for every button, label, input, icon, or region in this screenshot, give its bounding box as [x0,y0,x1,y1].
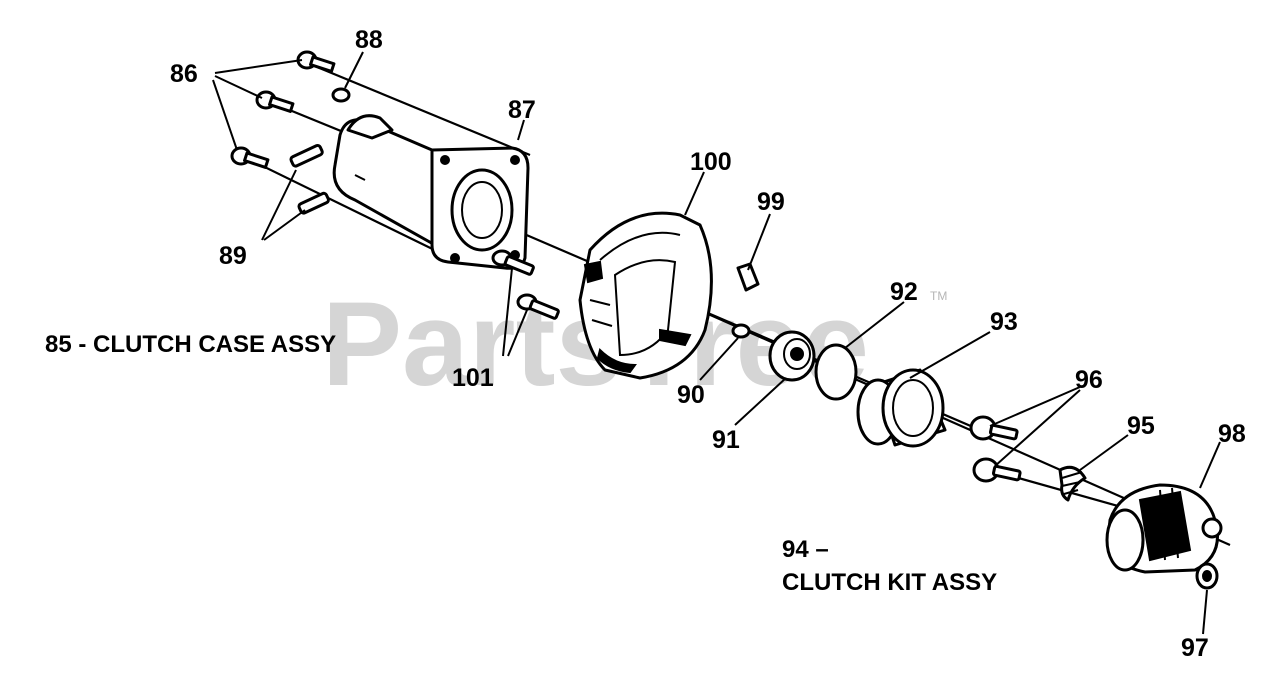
clutch-drum-93 [856,368,947,448]
callout-89: 89 [219,242,247,270]
watermark-trademark: TM [930,289,947,303]
callout-91: 91 [712,426,740,454]
clutch-kit-assy-number: 94 – [782,536,829,563]
callout-87: 87 [508,96,536,124]
clutch-case-assy-label: 85 - CLUTCH CASE ASSY [45,331,336,358]
washer-88 [331,87,351,103]
callout-101: 101 [452,364,494,392]
callout-99: 99 [757,188,785,216]
pin-99 [736,262,760,292]
clutch-assembly-98 [1105,483,1223,574]
screw-89-upper [289,143,324,168]
callout-90: 90 [677,381,705,409]
screw-96-lower [972,457,1022,483]
callout-95: 95 [1127,412,1155,440]
spring-95 [1058,465,1087,502]
clutch-kit-assy-label: CLUTCH KIT ASSY [782,569,997,596]
screw-101-lower [516,293,560,320]
clutch-case-87 [332,114,530,270]
callout-labels: 86 88 87 89 100 99 92 93 101 90 91 96 95… [170,26,1246,662]
screw-86-bottom [230,146,270,169]
callout-96: 96 [1075,366,1103,394]
callout-86: 86 [170,60,198,88]
screw-101-upper [491,249,535,276]
snap-ring-92 [814,343,858,401]
callout-98: 98 [1218,420,1246,448]
screw-96-upper [969,415,1019,441]
screw-86-middle [255,90,295,113]
callout-100: 100 [690,148,732,176]
washer-97 [1195,562,1219,590]
callout-93: 93 [990,308,1018,336]
assembly-labels: 85 - CLUTCH CASE ASSY 94 – CLUTCH KIT AS… [45,331,997,596]
leader-lines [212,51,1221,635]
callout-88: 88 [355,26,383,54]
bearing-91 [768,330,816,382]
screw-89-lower [297,191,330,215]
callout-92: 92 [890,278,918,306]
callout-97: 97 [1181,634,1209,662]
screw-86-top [296,50,336,73]
washer-90 [731,323,751,339]
housing-100 [578,211,713,380]
